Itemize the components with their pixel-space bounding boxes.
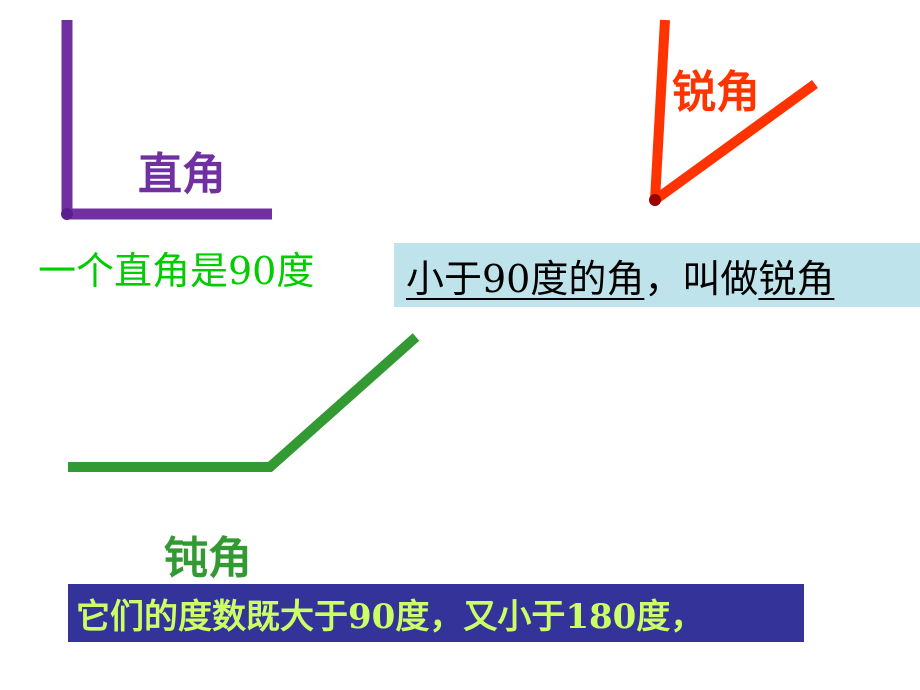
acute-definition-term: 锐角: [758, 256, 835, 301]
obtuse-angle-label: 钝角: [164, 533, 252, 584]
acute-definition-connector: ，叫做: [644, 256, 759, 301]
acute-angle-shape: [649, 19, 818, 206]
obtuse-angle-rays: [68, 333, 420, 472]
obtuse-definition-text: 它们的度数既大于90度，又小于180度，: [76, 596, 705, 637]
acute-angle-label: 锐角: [672, 67, 760, 118]
right-angle-vertex: [61, 208, 73, 220]
obtuse-angle-shape: [68, 333, 420, 472]
acute-angle-steep-ray: [650, 19, 670, 201]
right-angle-definition: 一个直角是90度: [38, 249, 315, 293]
acute-angle-vertex: [649, 194, 661, 206]
acute-angle-shallow-ray: [652, 79, 818, 205]
right-angle-label: 直角: [138, 149, 226, 200]
acute-definition-condition: 小于90度的角: [406, 256, 645, 301]
right-angle-shape: [61, 20, 272, 220]
obtuse-angle-definition-box: 它们的度数既大于90度，又小于180度，: [68, 584, 804, 642]
acute-angle-definition-box: 小于90度的角 ，叫做 锐角: [394, 243, 920, 307]
